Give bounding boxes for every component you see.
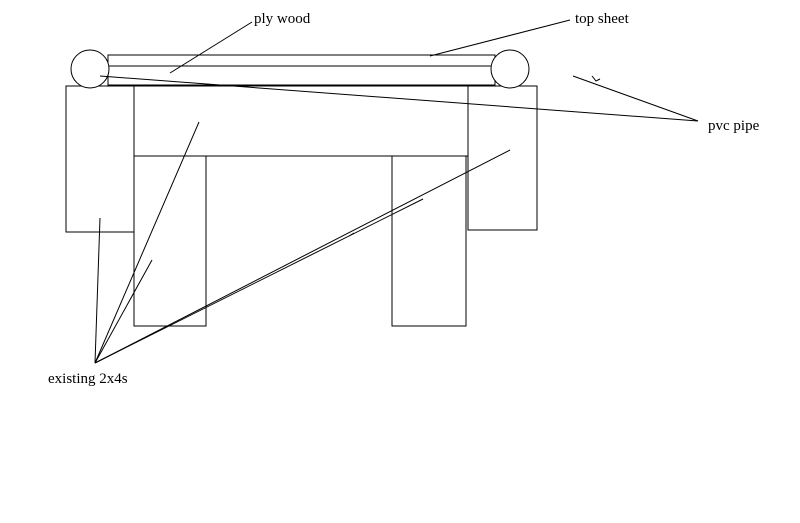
left-post bbox=[65, 85, 135, 233]
right-leg bbox=[391, 155, 467, 327]
existing-leader-tick bbox=[348, 232, 355, 237]
existing-leader-1 bbox=[94, 217, 101, 364]
left-leg bbox=[133, 155, 207, 327]
top-sheet-label: top sheet bbox=[575, 11, 630, 27]
ply-wood-label: ply wood bbox=[254, 11, 311, 27]
left-pvc-pipe bbox=[70, 49, 110, 89]
pvc-pipe-tick bbox=[591, 75, 601, 82]
top-beam bbox=[133, 85, 469, 157]
ply-wood bbox=[107, 65, 496, 86]
existing-leader-5 bbox=[94, 198, 424, 364]
ply-wood-leader bbox=[169, 21, 253, 74]
pvc-pipe-leader-left bbox=[99, 75, 699, 122]
top-sheet-leader bbox=[429, 19, 571, 57]
pvc-pipe-leader-right bbox=[572, 75, 699, 122]
pvc-pipe-label: pvc pipe bbox=[708, 118, 760, 134]
right-post bbox=[467, 85, 538, 231]
top-sheet bbox=[107, 54, 496, 67]
existing-2x4s-label: existing 2x4s bbox=[48, 371, 128, 387]
existing-leader-4 bbox=[94, 149, 511, 364]
right-pvc-pipe bbox=[490, 49, 530, 89]
existing-leader-3 bbox=[94, 259, 153, 364]
existing-leader-2 bbox=[94, 121, 200, 364]
